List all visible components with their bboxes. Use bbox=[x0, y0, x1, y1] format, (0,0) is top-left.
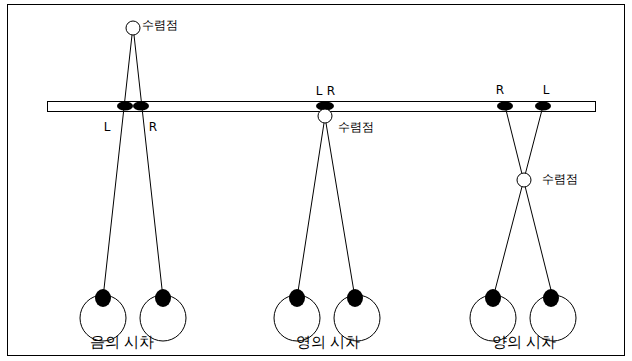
positive-parallax-figure bbox=[470, 102, 576, 342]
caption-label: 양의 시차 bbox=[492, 334, 557, 351]
pupil bbox=[95, 289, 111, 307]
point-label: 수렴점 bbox=[338, 121, 374, 135]
sight-line bbox=[103, 35, 132, 298]
image-point bbox=[535, 102, 551, 111]
eye-side-label: R bbox=[149, 121, 157, 135]
eye-side-label: L bbox=[543, 84, 550, 98]
point-label: 수렴점 bbox=[142, 19, 178, 33]
point-label: 수렴점 bbox=[542, 173, 578, 187]
pupil bbox=[543, 289, 559, 307]
negative-parallax-figure bbox=[80, 21, 186, 341]
caption-label: 음의 시차 bbox=[90, 334, 155, 351]
frame bbox=[8, 5, 625, 356]
convergence-point bbox=[126, 21, 140, 35]
sight-line bbox=[493, 106, 543, 298]
eye-side-label: L bbox=[104, 121, 111, 135]
sight-line bbox=[297, 123, 324, 298]
convergence-point bbox=[318, 109, 332, 123]
pupil bbox=[155, 289, 171, 307]
image-point bbox=[497, 102, 513, 111]
zero-parallax-figure bbox=[274, 102, 380, 342]
sight-line bbox=[505, 106, 553, 298]
eye-side-label: R bbox=[496, 84, 504, 98]
sight-line bbox=[134, 35, 163, 298]
sight-line bbox=[326, 123, 355, 298]
caption-label: 영의 시차 bbox=[296, 334, 361, 351]
image-point bbox=[117, 102, 133, 111]
convergence-point bbox=[517, 173, 531, 187]
pupil bbox=[485, 289, 501, 307]
pupil bbox=[289, 289, 305, 307]
image-point bbox=[133, 102, 149, 111]
eye-side-label: R bbox=[327, 85, 335, 99]
eye-side-label: L bbox=[316, 85, 323, 99]
pupil bbox=[347, 289, 363, 307]
